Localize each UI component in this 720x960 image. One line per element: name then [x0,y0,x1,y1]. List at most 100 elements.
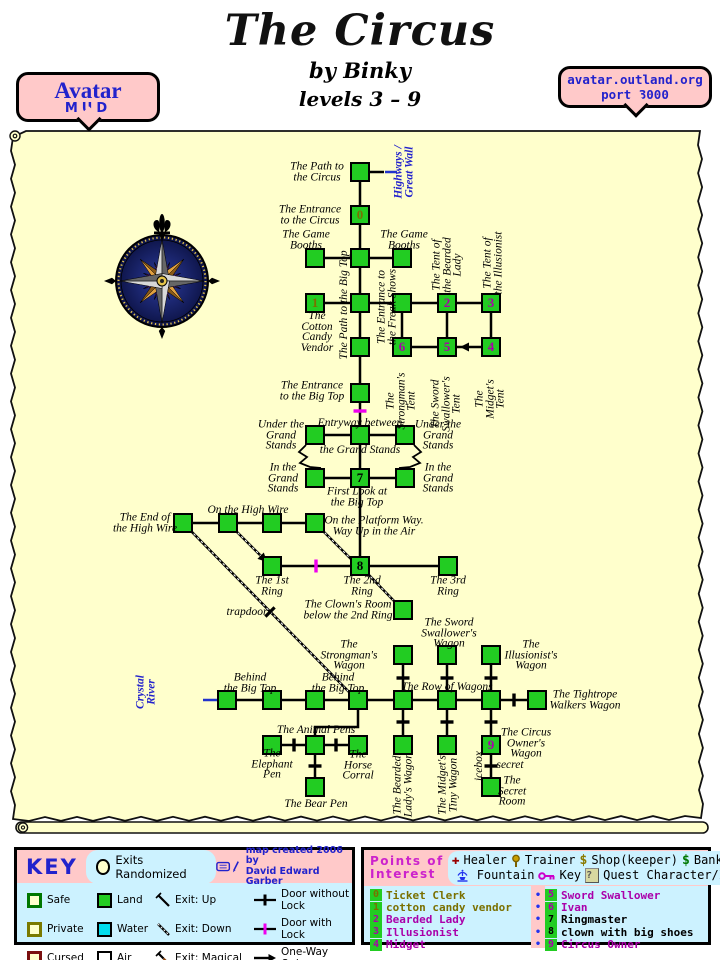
mud-name: Avatar [54,78,122,103]
poi-number-chip: 4 [370,938,382,951]
map-label: The Game Booths [380,228,428,251]
room-number: 0 [356,207,364,222]
key-item-door-lock: Door with Lock [253,917,352,941]
door-marker [264,606,276,618]
room-game-booths-east [392,248,412,268]
scroll-and-pen-icon [216,860,239,872]
server-address-badge: avatar.outland.org port 3000 [558,66,712,108]
room-number: 3 [487,295,495,310]
key-item-door-nolock: Door without Lock [253,888,352,912]
map-label: The Elephant Pen [251,747,293,781]
banker-icon: $ [682,853,690,868]
key-item-water: Water [97,917,155,941]
fountain-icon [456,869,469,882]
door-with-lock-icon [254,923,276,935]
room-under-grand-stands-west [305,425,325,445]
map-label: In the Grand Stands [422,461,454,495]
room-on-high-wire-2 [262,513,282,533]
key-item-land: Land [97,888,155,912]
room-number: 8 [356,558,364,573]
poi-number-chip: 0 [370,889,382,902]
room-horse-corral [348,735,368,755]
room-in-grand-stands-east [395,468,415,488]
map-label: First Look at the Big Top [326,485,388,508]
map-label: The Animal Pens [276,723,356,736]
poi-number-chip: 3 [370,926,382,939]
map-label: The Game Booths [282,228,330,251]
poi-name: Illusionist [386,925,459,939]
poi-number-chip: 5 [545,889,557,902]
room-circus-owners-wagon: 9 [481,735,501,755]
avatar-mud-badge: Avatar MUD [16,72,160,122]
poi-number-chip: 6 [545,901,557,914]
fleur-de-lis-icon [153,214,171,241]
map-label: Behind the Big Top [223,671,277,694]
exit-magical-icon [155,950,167,960]
locked-door-marker [314,559,318,573]
map-label: The Illusionist's Wagon [504,638,558,672]
room-row-of-wagons-1 [393,690,413,710]
door-marker [396,676,410,680]
room-behind-big-top-2 [262,690,282,710]
map-label: The End of the High Wire [112,511,178,534]
room-behind-big-top-4 [348,690,368,710]
poi-number-chip: 8 [545,926,557,939]
room-number: 5 [443,339,451,354]
room-sword-swallowers-tent: 5 [437,337,457,357]
header: The Circus by Binky levels 3 – 9 [0,0,720,111]
map-label: The Path to the Big Top [337,250,350,360]
parchment-roll [15,821,709,834]
map-label: The Entrance to the Freak Shows [375,268,399,346]
air-room-icon [97,950,112,960]
map-label: The Secret Room [497,774,527,808]
key-title: KEY [26,854,78,879]
room-number: 4 [487,339,495,354]
map-label: Under the Grand Stands [414,418,462,452]
key-item-exit-magical: Exit: Magical [155,946,253,960]
poi-name: Ringmaster [561,913,628,927]
map-label: Entryway between [317,416,403,429]
map-label: The Circus Owner's Wagon [500,726,552,760]
exits-randomized-label: Exits Randomized [115,852,187,881]
map-label: The Tightrope Walkers Wagon [549,688,621,711]
map-label: icebox [472,750,485,782]
trainer-icon [511,854,521,868]
locked-door-marker [353,409,367,413]
key-item-cursed: Cursed [27,946,97,960]
points-of-interest-panel: Points of Interest ✚Healer Trainer $Shop… [361,847,720,951]
map-label: The Clown's Room below the 2nd Ring [303,598,393,621]
room-freak-show-entrance [392,293,412,313]
exit-down-icon [157,923,170,936]
room-midgets-tent: 4 [481,337,501,357]
map-label: The Midget's Tent [473,379,507,419]
map-label: The Bear Pen [284,797,348,810]
room-number: 6 [398,339,406,354]
key-item-exit-down: Exit: Down [155,917,253,941]
bullet-icon: • [534,926,542,938]
mud-word: MUD [64,101,112,116]
room-sword-swallowers-wagon [437,645,457,665]
map-label: The 2nd Ring [343,574,381,597]
room-elephant-pen [262,735,282,755]
room-on-high-wire-1 [218,513,238,533]
room-path-to-big-top-1 [350,293,370,313]
shopkeeper-icon: $ [579,853,588,868]
room-number: 9 [487,737,495,752]
room-first-look-big-top: 7 [350,468,370,488]
map-label: trapdoor [226,605,268,618]
key-item-oneway: One-Way Only [253,946,352,960]
room-entrance-to-big-top [350,383,370,403]
poi-number-chip: 1 [370,901,382,914]
key-grid: Safe Land Exit: Up Door without Lock Pri… [17,883,352,960]
map-label: The 1st Ring [255,574,289,597]
bullet-icon: • [534,914,542,926]
map-label: The Entrance to the Big Top [279,379,345,402]
room-first-ring [262,556,282,576]
page-title: The Circus [224,6,496,56]
